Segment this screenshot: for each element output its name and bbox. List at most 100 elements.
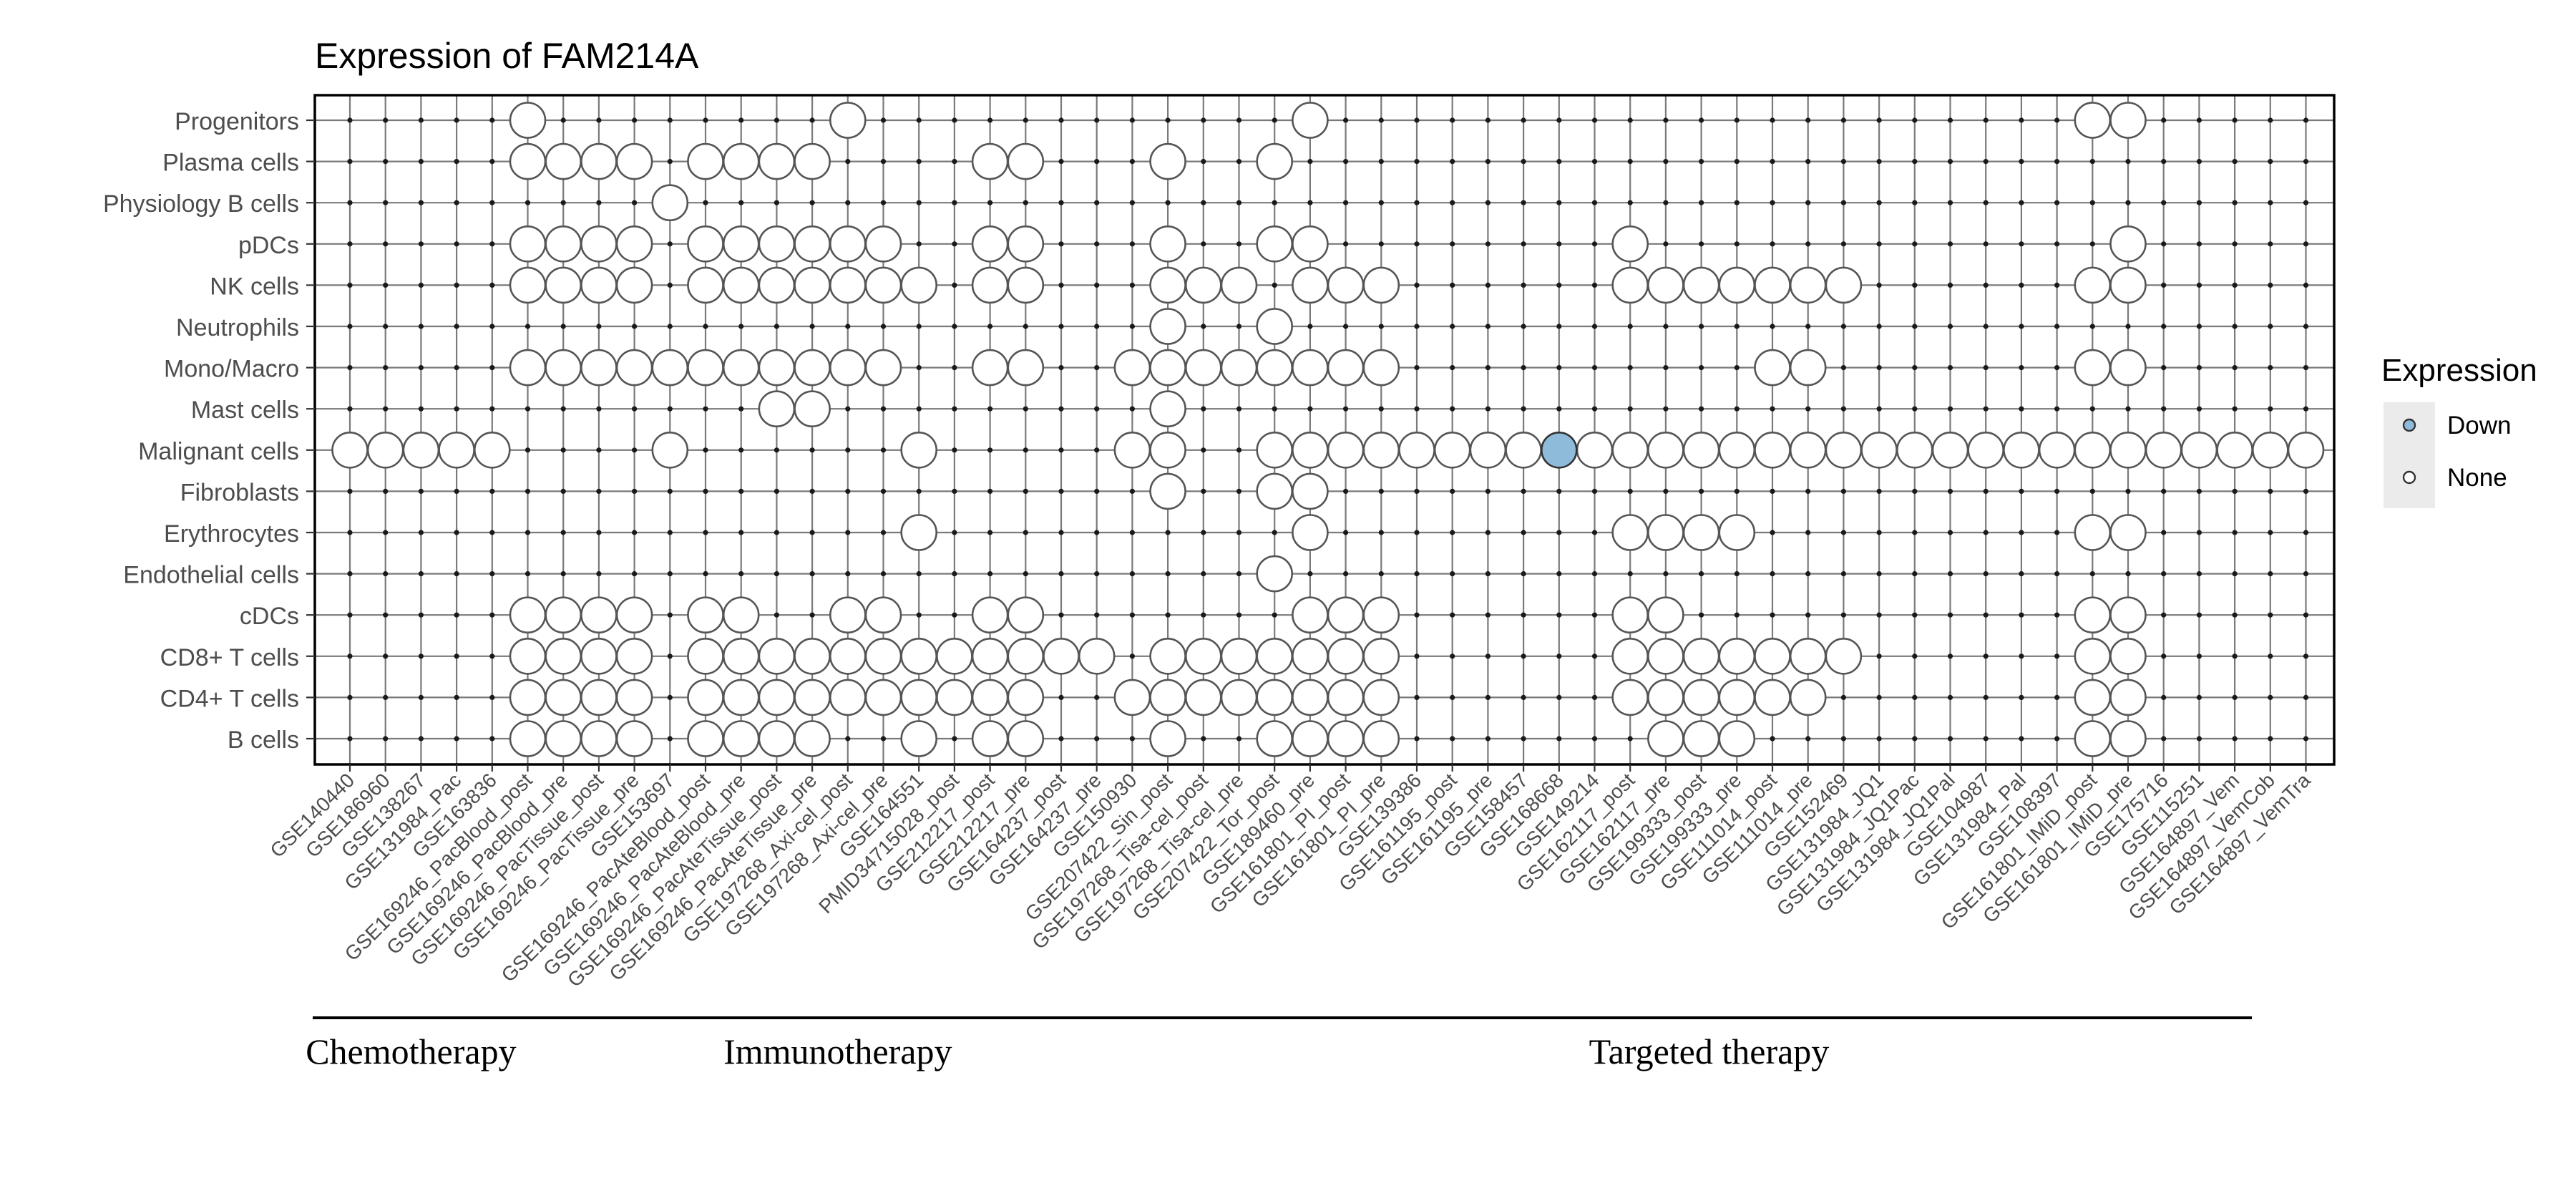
grid-intersection-dot: [1947, 282, 1953, 288]
grid-intersection-dot: [774, 200, 779, 205]
grid-intersection-dot: [1201, 447, 1206, 453]
data-point-none: [1256, 308, 1293, 345]
grid-intersection-dot: [2303, 282, 2309, 288]
grid-intersection-dot: [1201, 571, 1206, 577]
data-point-none: [2109, 349, 2147, 387]
grid-intersection-dot: [2054, 364, 2060, 371]
data-point-none: [971, 596, 1009, 634]
grid-intersection-dot: [418, 406, 424, 412]
data-point-none: [1647, 266, 1684, 304]
grid-intersection-dot: [489, 159, 495, 165]
grid-intersection-dot: [703, 488, 708, 495]
grid-intersection-dot: [1094, 736, 1100, 742]
grid-intersection-dot: [1556, 200, 1562, 205]
data-point-none: [545, 266, 582, 304]
grid-intersection-dot: [1485, 282, 1491, 288]
grid-intersection-dot: [2232, 488, 2238, 495]
grid-intersection-dot: [1485, 117, 1491, 123]
grid-intersection-dot: [2161, 159, 2167, 165]
grid-intersection-dot: [418, 159, 424, 165]
data-point-none: [1007, 637, 1045, 675]
grid-intersection-dot: [2232, 282, 2238, 288]
grid-intersection-dot: [1591, 241, 1598, 247]
grid-intersection-dot: [632, 571, 638, 577]
data-point-none: [758, 225, 796, 263]
grid-intersection-dot: [1840, 159, 1846, 165]
grid-intersection-dot: [1129, 406, 1135, 412]
data-point-none: [829, 349, 867, 387]
grid-intersection-dot: [2161, 117, 2167, 123]
data-point-none: [1433, 431, 1471, 469]
grid-intersection-dot: [1450, 324, 1455, 329]
grid-intersection-dot: [1058, 324, 1064, 329]
grid-intersection-dot: [1734, 117, 1740, 123]
data-point-none: [864, 596, 902, 634]
grid-intersection-dot: [2019, 200, 2024, 205]
grid-intersection-dot: [1521, 530, 1526, 535]
grid-intersection-dot: [454, 694, 459, 701]
grid-intersection-dot: [2054, 694, 2060, 701]
data-point-none: [1149, 142, 1186, 180]
grid-intersection-dot: [1521, 406, 1526, 412]
grid-intersection-dot: [1876, 653, 1882, 659]
grid-intersection-dot: [1983, 406, 1989, 412]
grid-intersection-dot: [1094, 530, 1100, 535]
grid-intersection-dot: [1983, 530, 1989, 535]
data-point-none: [1931, 431, 1969, 469]
grid-intersection-dot: [2196, 694, 2202, 701]
data-point-none: [1362, 679, 1400, 716]
grid-intersection-dot: [2019, 571, 2024, 577]
data-point-none: [2038, 431, 2076, 469]
grid-intersection-dot: [1947, 736, 1953, 742]
grid-intersection-dot: [880, 488, 887, 495]
data-point-none: [1718, 637, 1756, 675]
grid-intersection-dot: [418, 282, 424, 288]
data-point-none: [1256, 637, 1293, 675]
row-label: Mast cells: [191, 397, 299, 424]
data-point-none: [1256, 349, 1293, 387]
data-point-none: [615, 349, 653, 387]
grid-intersection-dot: [2268, 571, 2273, 577]
grid-intersection-dot: [1414, 530, 1420, 535]
grid-intersection-dot: [1450, 364, 1455, 371]
grid-intersection-dot: [1947, 694, 1953, 701]
grid-intersection-dot: [1627, 364, 1633, 371]
grid-intersection-dot: [1699, 571, 1704, 577]
grid-intersection-dot: [1663, 200, 1669, 205]
grid-intersection-dot: [1876, 159, 1882, 165]
grid-intersection-dot: [1876, 364, 1882, 371]
grid-intersection-dot: [1058, 117, 1064, 123]
grid-intersection-dot: [2019, 736, 2024, 742]
grid-intersection-dot: [418, 488, 424, 495]
grid-intersection-dot: [1556, 241, 1562, 247]
grid-intersection-dot: [738, 324, 744, 329]
grid-intersection-dot: [1058, 694, 1064, 701]
grid-intersection-dot: [383, 653, 389, 659]
data-point-none: [1007, 142, 1045, 180]
grid-intersection-dot: [1805, 241, 1811, 247]
grid-intersection-dot: [489, 653, 495, 659]
grid-intersection-dot: [1663, 117, 1669, 123]
data-point-none: [580, 266, 618, 304]
grid-intersection-dot: [560, 406, 566, 412]
grid-intersection-dot: [1307, 200, 1313, 205]
grid-intersection-dot: [880, 159, 887, 165]
data-point-none: [829, 266, 867, 304]
data-point-none: [651, 184, 689, 222]
grid-intersection-dot: [1912, 653, 1918, 659]
grid-intersection-dot: [880, 530, 887, 535]
grid-intersection-dot: [667, 612, 673, 618]
grid-intersection-dot: [2196, 612, 2202, 618]
grid-intersection-dot: [667, 159, 673, 165]
grid-intersection-dot: [2268, 736, 2273, 742]
grid-intersection-dot: [525, 488, 531, 495]
grid-intersection-dot: [1236, 200, 1242, 205]
grid-intersection-dot: [1521, 736, 1526, 742]
data-point-none: [1043, 637, 1080, 675]
grid-intersection-dot: [1023, 571, 1028, 577]
data-point-none: [2074, 679, 2112, 716]
grid-intersection-dot: [1521, 364, 1526, 371]
grid-intersection-dot: [1699, 612, 1704, 618]
x-axis-labels: GSE140440GSE186960GSE138267GSE131984_Pac…: [265, 764, 2315, 991]
grid-intersection-dot: [2303, 406, 2309, 412]
